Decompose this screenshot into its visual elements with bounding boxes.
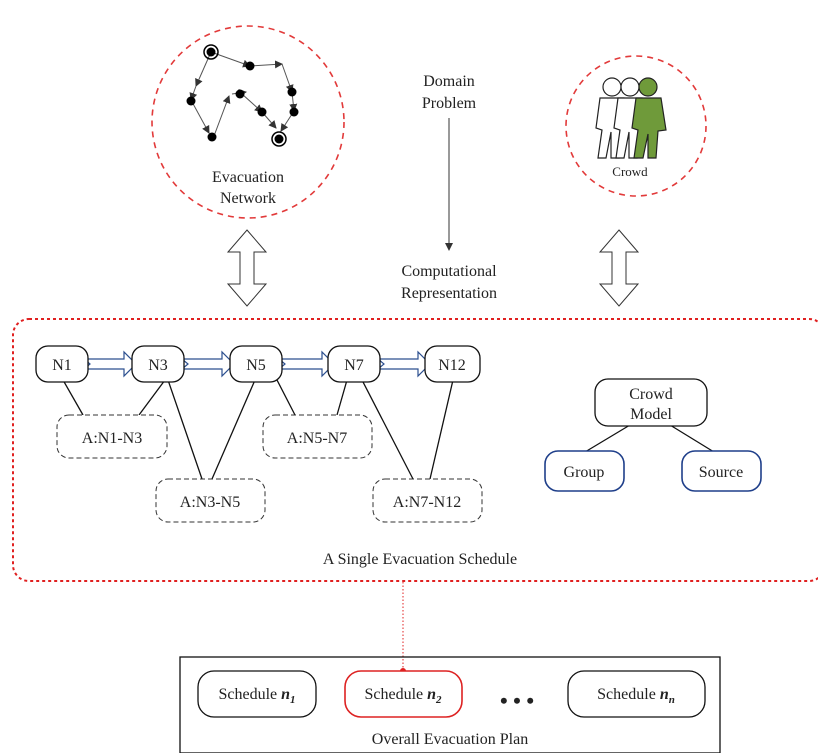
arc-n3-n5-label: A:N3-N5	[180, 494, 240, 511]
node-n5-label: N5	[246, 357, 266, 374]
node-n12-label: N12	[438, 357, 466, 374]
schedule-nodes: N1 N3 N5 N7 N12	[35, 345, 481, 383]
single-schedule-box	[12, 318, 818, 582]
node-n7	[327, 345, 381, 383]
crowd-model-label-1: Crowd	[629, 386, 673, 403]
network-double-arrow-icon	[226, 229, 268, 307]
crowd-group: Crowd	[565, 55, 707, 197]
crowd-people-icon	[595, 77, 667, 159]
node-n1-label: N1	[52, 357, 72, 374]
group-label: Group	[564, 464, 605, 481]
crowd-model-node	[594, 378, 708, 427]
flow-arrow-icon	[180, 350, 235, 378]
schedule-2-label: Schedule n2	[364, 686, 442, 706]
group-node	[544, 450, 625, 492]
arc-n7-n12-label: A:N7-N12	[393, 494, 461, 511]
crowd-model-label-2: Model	[630, 406, 672, 423]
evacuation-network-circle	[151, 25, 345, 219]
schedule-n-label: Schedule nn	[597, 686, 675, 706]
overall-plan-caption: Overall Evacuation Plan	[372, 731, 528, 748]
domain-problem-label-1: Domain	[423, 73, 475, 90]
node-arc-connectors	[62, 379, 454, 480]
schedule-arcs: A:N1-N3 A:N3-N5 A:N5-N7 A:N7-N12	[56, 414, 483, 523]
schedule-1-label: Schedule n1	[218, 686, 295, 706]
crowd-label: Crowd	[612, 164, 648, 179]
evacuation-network-group: Evacuation Network	[151, 25, 345, 219]
crowd-circle	[565, 55, 707, 197]
node-n5	[229, 345, 283, 383]
network-nodes	[186, 44, 299, 147]
flow-arrow-icon	[82, 350, 137, 378]
node-n3-label: N3	[148, 357, 168, 374]
computational-label-2: Representation	[401, 285, 497, 302]
crowd-model-tree: Crowd Model Group Source	[544, 378, 762, 492]
schedule-n-box[interactable]	[567, 670, 706, 718]
node-n7-label: N7	[344, 357, 364, 374]
arc-n5-n7-label: A:N5-N7	[287, 430, 347, 447]
overall-plan-box	[179, 656, 721, 753]
ellipsis: • • •	[500, 688, 534, 713]
source-label: Source	[699, 464, 743, 481]
arc-n5-n7	[262, 414, 373, 459]
domain-problem-label-2: Problem	[422, 95, 477, 112]
node-n1	[35, 345, 89, 383]
computational-label-1: Computational	[401, 263, 497, 280]
single-schedule-caption: A Single Evacuation Schedule	[323, 551, 517, 568]
node-n3	[131, 345, 185, 383]
evacuation-network-label-1: Evacuation	[212, 169, 284, 186]
arc-n7-n12	[372, 478, 483, 523]
arc-n1-n3-label: A:N1-N3	[82, 430, 142, 447]
flow-arrow-icon	[376, 350, 431, 378]
node-n12	[424, 345, 481, 383]
evacuation-network-label-2: Network	[220, 190, 276, 207]
flow-arrow-icon	[277, 350, 335, 378]
source-node	[681, 450, 762, 492]
arc-n1-n3	[56, 414, 168, 459]
schedule-2-box[interactable]	[344, 670, 463, 718]
arc-n3-n5	[155, 478, 266, 523]
schedule-1-box[interactable]	[197, 670, 317, 718]
crowd-double-arrow-icon	[598, 229, 640, 307]
